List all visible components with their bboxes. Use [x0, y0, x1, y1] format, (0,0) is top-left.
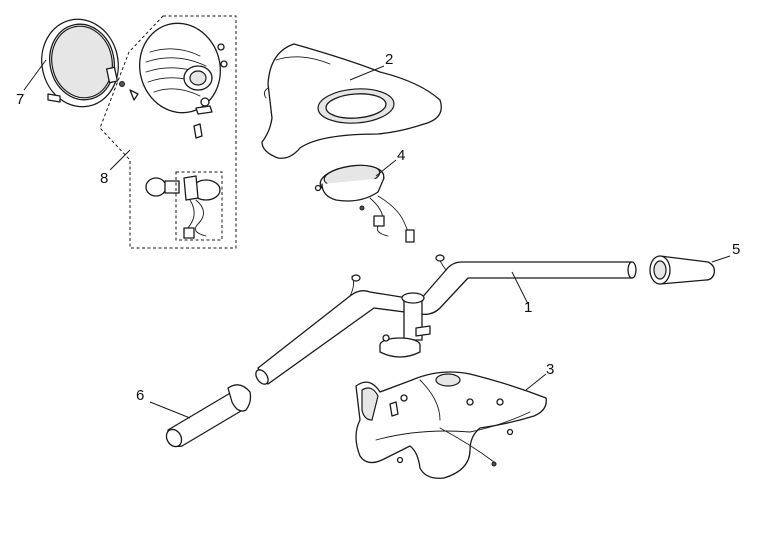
callout-5: 5: [732, 241, 740, 258]
callout-1: 1: [524, 299, 532, 316]
callout-2: 2: [385, 51, 393, 68]
leader-lines: [23, 59, 731, 419]
part-1-handlebar: [255, 254, 637, 385]
callout-7: 7: [16, 91, 24, 108]
part-3-rear-cover: [355, 371, 547, 479]
part-7-headlight-rim: [41, 18, 125, 108]
part-8-headlight-assembly-frame: [99, 15, 237, 249]
callout-labels: 1 2 3 4 5 6 7 8: [16, 51, 740, 404]
headlight-housing: [129, 22, 228, 139]
callout-8: 8: [100, 170, 108, 187]
callout-6: 6: [136, 387, 144, 404]
callout-4: 4: [397, 147, 405, 164]
part-4-instrument-cluster: [314, 164, 415, 243]
part-2-front-cover: [261, 43, 442, 159]
part-6-left-grip: [165, 384, 252, 448]
part-5-right-grip: [649, 255, 716, 285]
callout-3: 3: [546, 361, 554, 378]
bulb-and-socket: [145, 171, 223, 241]
